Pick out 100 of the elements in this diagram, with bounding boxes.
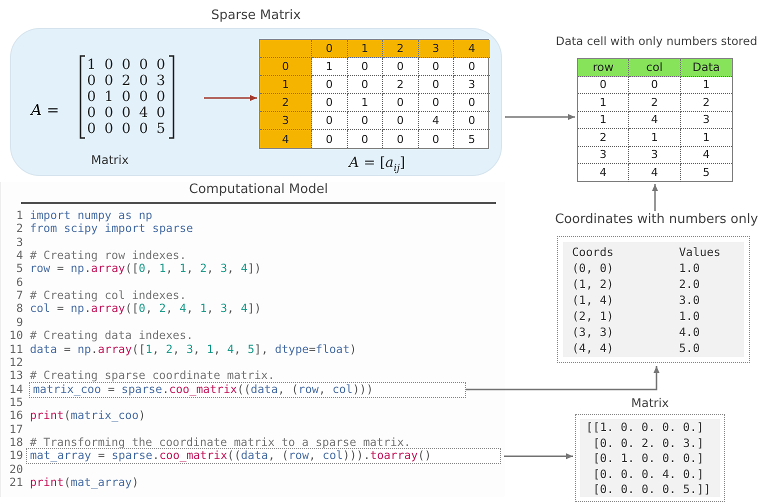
output-text: (0, 0) <box>572 261 614 276</box>
table-cell: 4 <box>680 146 732 164</box>
table-cell: 0 <box>418 76 454 94</box>
arrow <box>652 184 658 211</box>
table-cell: 2 <box>578 129 630 146</box>
table-cell: 0 <box>454 58 490 76</box>
table-cell: 1 <box>578 112 630 129</box>
output-text: 3.0 <box>679 293 700 308</box>
code-line: 6 <box>15 276 23 290</box>
panel-title: Coordinates with numbers only <box>554 212 760 227</box>
table-cell: 0 <box>383 94 418 112</box>
table-header-cell: 0 <box>260 58 312 76</box>
output-text: Coords <box>572 245 614 260</box>
table-cell: 4 <box>418 112 454 130</box>
arrow <box>505 114 575 120</box>
table-cell: 0 <box>578 76 630 94</box>
table-cell: 1 <box>348 94 383 112</box>
table-cell-text: 5 <box>467 132 476 148</box>
table-cell: 3 <box>578 146 630 164</box>
matrix-row: 0 0 2 0 3 <box>87 73 166 89</box>
table-title: Data cell with only numbers stored <box>554 34 758 48</box>
table-caption: A = [a$_{ij}$] <box>349 155 406 174</box>
table-cell: 0 <box>454 94 490 112</box>
output-text: (4, 4) <box>572 341 614 356</box>
output-text: (2, 1) <box>572 309 614 324</box>
code-line: 19 <box>8 449 23 464</box>
table-cell: 0 <box>312 130 348 148</box>
code-line: 1 import numpy as np <box>15 209 152 223</box>
table-cell: 0 <box>312 76 348 94</box>
table-cell: 0 <box>454 112 490 130</box>
matrix-row: 0 1 0 0 0 <box>87 89 166 105</box>
code-line: 14 <box>8 382 23 397</box>
table-header-cell: 2 <box>260 94 312 112</box>
code-line: 17 <box>8 422 23 437</box>
table-cell: 0 <box>312 112 348 130</box>
output-text: 1.0 <box>679 309 700 324</box>
table-cell: 3 <box>454 76 490 94</box>
output-text: Values <box>679 245 721 260</box>
code-line: 15 <box>8 396 23 410</box>
arrow <box>204 95 257 101</box>
table-cell: 1 <box>312 58 348 76</box>
output-text: (1, 2) <box>572 277 614 292</box>
code-line: 7 # Creating col indexes. <box>15 289 186 303</box>
code-line: 20 <box>8 462 23 477</box>
code-line: 2 from scipy import sparse <box>15 222 194 236</box>
output-text: [0. 0. 2. 0. 3.] <box>593 436 704 450</box>
table-cell: 2 <box>629 94 681 112</box>
table-cell: 0 <box>348 58 383 76</box>
table-cell: 0 <box>418 58 454 76</box>
table-header-cell: 3 <box>418 40 454 58</box>
matrix-row: 1 0 0 0 0 <box>87 57 166 73</box>
table-cell: 0 <box>312 94 348 112</box>
code-line: 12 <box>8 356 23 370</box>
table-cell: 0 <box>348 76 383 94</box>
table-cell: 2 <box>383 76 418 94</box>
table-cell: 4 <box>629 164 681 182</box>
code-line: 13 # Creating sparse coordinate matrix. <box>8 369 275 384</box>
arrow <box>466 366 660 390</box>
matrix-caption: Matrix <box>91 153 129 167</box>
section-title: Computational Model <box>188 182 329 197</box>
matrix-row: 0 0 0 4 0 <box>87 105 166 121</box>
table-header-cell: 0 <box>312 40 348 58</box>
table-cell: 0 <box>418 130 454 148</box>
table-cell: 0 <box>383 112 418 130</box>
code-line: 5 row = np.array([0, 1, 1, 2, 3, 4]) <box>15 262 262 276</box>
code-line: 18 # Transforming the coordinate matrix to a sparse matrix. <box>8 436 411 450</box>
table-cell: 1 <box>578 94 630 112</box>
panel-title: Matrix <box>630 396 670 410</box>
table-cell: 1 <box>680 76 732 94</box>
table-header-cell: 1 <box>260 76 312 94</box>
table-cell: 0 <box>348 112 383 130</box>
code-line: 9 <box>15 316 23 330</box>
output-text: 2.0 <box>679 277 700 292</box>
table-cell: 0 <box>418 94 454 112</box>
table-cell: 4 <box>578 164 630 182</box>
code-line: 21 print(mat_array) <box>8 476 139 490</box>
table-cell-text: 5 <box>702 165 711 182</box>
table-cell: 2 <box>680 94 732 112</box>
table-cell: 1 <box>629 129 681 146</box>
matrix-row: 0 0 0 0 5 <box>87 121 166 137</box>
table-header-cell: Data <box>680 59 732 76</box>
table-header-cell: 2 <box>383 40 418 58</box>
matrix-symbol: A = <box>31 101 60 119</box>
table-cell: 3 <box>680 112 732 129</box>
code-line: 8 col = np.array([0, 2, 4, 1, 3, 4]) <box>15 302 262 316</box>
table-cell: 4 <box>629 112 681 129</box>
table-header-cell: row <box>578 59 630 76</box>
output-text: [[1. 0. 0. 0. 0.] <box>586 420 704 435</box>
table-cell: 0 <box>383 130 418 148</box>
table-cell: 0 <box>383 58 418 76</box>
output-text: [0. 0. 0. 4. 0.] <box>593 466 704 482</box>
output-text: 4.0 <box>679 325 700 340</box>
output-text: (3, 3) <box>572 325 614 340</box>
output-text: 1.0 <box>679 261 700 276</box>
table-cell: 3 <box>629 146 681 164</box>
arrow <box>504 453 573 460</box>
code-line: 16 print(matrix_coo) <box>8 409 146 424</box>
code-line: 4 # Creating row indexes. <box>15 249 186 263</box>
table-header-cell: 3 <box>260 112 312 130</box>
table-cell: 0 <box>629 76 681 94</box>
